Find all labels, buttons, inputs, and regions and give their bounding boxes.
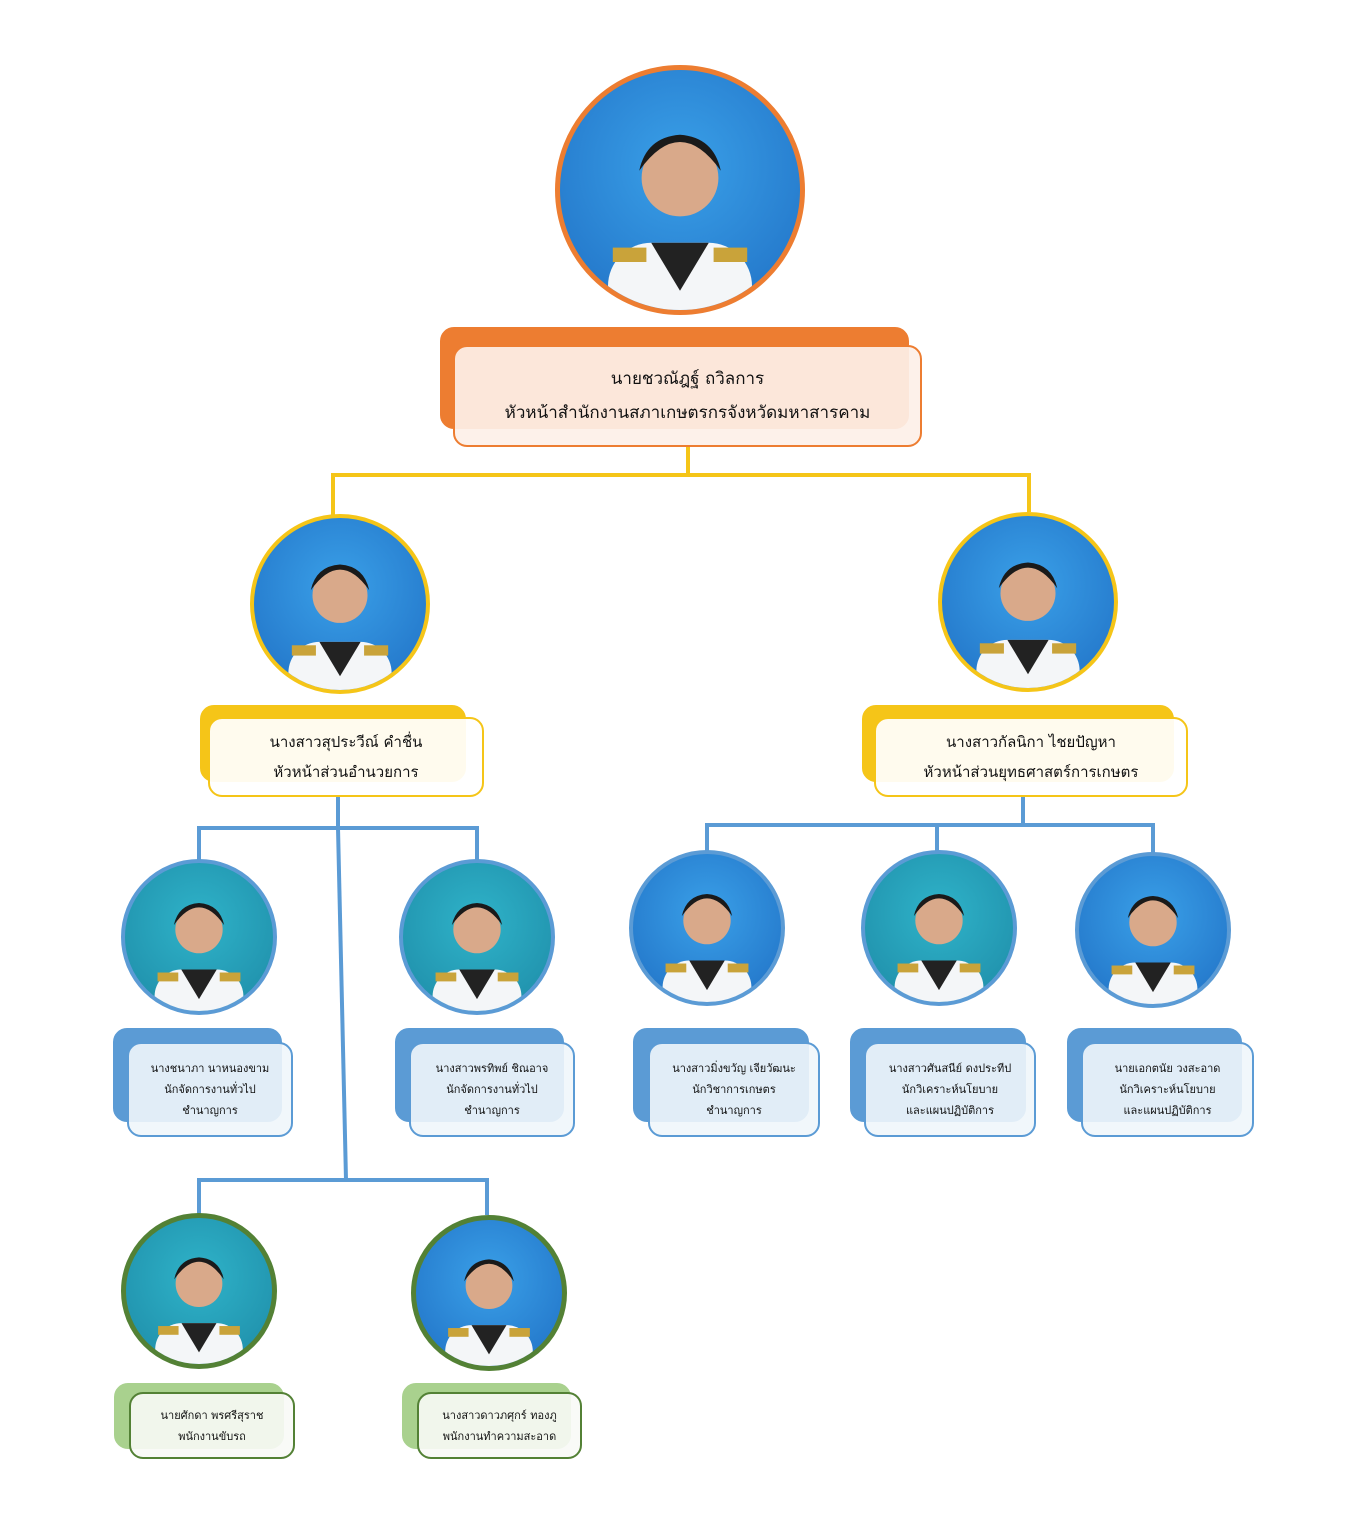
director-photo: [555, 65, 805, 315]
name-text: นางสาวดาวภศุกร์ ทองภู: [442, 1408, 557, 1422]
person-silhouette-icon: [155, 1257, 243, 1364]
title-text: นักวิชาการเกษตร: [692, 1083, 776, 1096]
name-text: นางสาวศันสนีย์ ดงประทีป: [888, 1062, 1012, 1075]
name-text: นางชนาภา นาหนองขาม: [150, 1062, 270, 1075]
name-text: นายเอกตนัย วงสะอาด: [1114, 1062, 1221, 1075]
title-text: นักวิเคราะห์นโยบาย: [1119, 1083, 1216, 1096]
name-text: นางสาวกัลนิกา ไชยปัญหา: [946, 733, 1116, 751]
name-text: นางสาวสุประวีณ์ คำชื่น: [269, 733, 423, 751]
title-text: พนักงานทำความสะอาด: [442, 1429, 557, 1443]
person-silhouette-icon: [894, 893, 984, 1002]
name-text: นางสาวพรทิพย์ ชิณอาจ: [435, 1062, 549, 1075]
worker-card: นายศักดา พรศรีสุราชพนักงานขับรถ: [129, 1392, 295, 1459]
person-silhouette-icon: [662, 893, 752, 1002]
staff-photo: [861, 850, 1017, 1006]
level-text: และแผนปฏิบัติการ: [905, 1104, 995, 1117]
director-card: นายชวณัฎฐ์ ถวิลการหัวหน้าสำนักงานสภาเกษต…: [453, 345, 922, 447]
title-text: หัวหน้าสำนักงานสภาเกษตรกรจังหวัดมหาสารคา…: [504, 403, 871, 423]
staff-photo: [629, 850, 785, 1006]
person-silhouette-icon: [1108, 895, 1198, 1004]
staff-card: นางสาวมิ่งขวัญ เจียวัฒนะนักวิชาการเกษตรช…: [648, 1042, 820, 1137]
staff-card: นายเอกตนัย วงสะอาดนักวิเคราะห์นโยบายและแ…: [1081, 1042, 1254, 1137]
level1-connectors: [331, 447, 1031, 515]
person-silhouette-icon: [154, 902, 244, 1011]
staff-card: นางสาวพรทิพย์ ชิณอาจนักจัดการงานทั่วไปชำ…: [409, 1042, 575, 1137]
title-text: หัวหน้าส่วนยุทธศาสตร์การเกษตร: [923, 763, 1139, 781]
worker-photo: [411, 1215, 567, 1371]
head-photo: [938, 512, 1118, 692]
name-text: นางสาวมิ่งขวัญ เจียวัฒนะ: [672, 1062, 796, 1075]
level-text: ชำนาญการ: [706, 1104, 762, 1117]
title-text: หัวหน้าส่วนอำนวยการ: [273, 763, 419, 781]
staff-photo: [1075, 852, 1231, 1008]
title-text: นักจัดการงานทั่วไป: [164, 1083, 256, 1096]
title-text: นักวิเคราะห์นโยบาย: [901, 1083, 999, 1096]
level-text: ชำนาญการ: [464, 1104, 520, 1117]
staff-card: นางสาวศันสนีย์ ดงประทีปนักวิเคราะห์นโยบา…: [864, 1042, 1036, 1137]
head-card: นางสาวกัลนิกา ไชยปัญหาหัวหน้าส่วนยุทธศาส…: [874, 717, 1188, 797]
worker-card: นางสาวดาวภศุกร์ ทองภูพนักงานทำความสะอาด: [417, 1392, 582, 1459]
staff-card: นางชนาภา นาหนองขามนักจัดการงานทั่วไปชำนา…: [127, 1042, 293, 1137]
head-photo: [250, 514, 430, 694]
name-text: นายศักดา พรศรีสุราช: [160, 1408, 264, 1422]
staff-photo: [121, 859, 277, 1015]
person-silhouette-icon: [445, 1259, 533, 1366]
level-text: ชำนาญการ: [182, 1104, 238, 1117]
head-card: นางสาวสุประวีณ์ คำชื่นหัวหน้าส่วนอำนวยกา…: [208, 717, 484, 797]
title-text: นักจัดการงานทั่วไป: [446, 1083, 538, 1096]
title-text: พนักงานขับรถ: [178, 1429, 246, 1443]
level-text: และแผนปฏิบัติการ: [1123, 1104, 1212, 1117]
name-text: นายชวณัฎฐ์ ถวิลการ: [610, 369, 765, 389]
staff-photo: [399, 859, 555, 1015]
person-silhouette-icon: [608, 134, 752, 310]
person-silhouette-icon: [432, 902, 522, 1011]
person-silhouette-icon: [288, 564, 392, 690]
worker-photo: [121, 1213, 277, 1369]
level2-connectors: [197, 797, 1155, 1215]
person-silhouette-icon: [976, 562, 1080, 688]
